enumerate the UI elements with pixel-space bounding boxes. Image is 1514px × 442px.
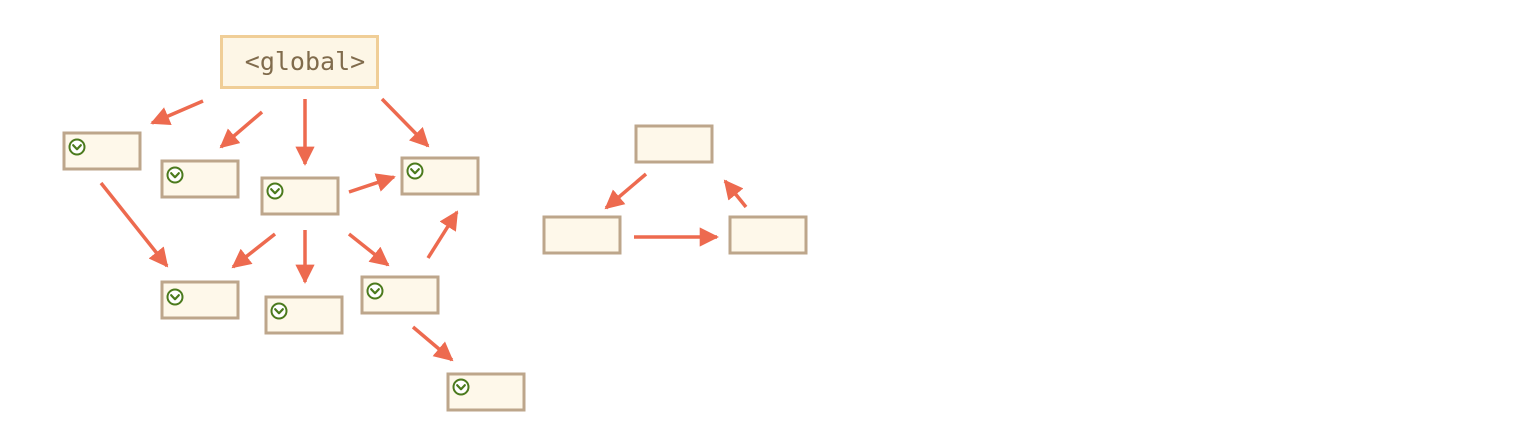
arrow-root-to-d	[380, 97, 430, 148]
chevron-circle-icon	[406, 162, 424, 180]
object-node-a	[62, 131, 142, 171]
object-node-c	[260, 176, 340, 216]
island-node-top	[634, 124, 714, 164]
arrow-top-to-left	[604, 172, 648, 210]
arrow-g-to-d	[426, 210, 459, 259]
object-node-d	[400, 156, 480, 196]
chevron-circle-icon	[266, 182, 284, 200]
arrows-between-objects	[99, 173, 459, 362]
arrow-c-to-g	[347, 232, 390, 267]
chevron-circle-icon	[270, 302, 288, 320]
arrow-a-to-e	[99, 181, 169, 268]
arrow-c-to-d	[348, 173, 396, 194]
unreachable-island	[542, 124, 808, 255]
global-root-label: <global>	[245, 47, 365, 76]
arrow-g-to-h	[411, 325, 454, 362]
global-root-node: <global>	[220, 35, 379, 89]
object-node-e	[160, 280, 240, 320]
island-node-left	[542, 215, 622, 255]
chevron-circle-icon	[166, 166, 184, 184]
arrow-root-to-b	[219, 110, 264, 149]
chevron-circle-icon	[166, 288, 184, 306]
island-node-right	[728, 215, 808, 255]
chevron-circle-icon	[366, 282, 384, 300]
chevron-circle-icon	[68, 138, 86, 156]
arrow-right-to-top	[723, 179, 748, 209]
object-node-f	[264, 295, 344, 335]
object-node-h	[446, 372, 526, 412]
object-node-b	[160, 159, 240, 199]
arrow-c-to-e	[231, 232, 277, 269]
arrows-from-root	[150, 97, 430, 166]
reachable-nodes	[62, 131, 526, 412]
arrow-root-to-a	[150, 99, 204, 125]
chevron-circle-icon	[452, 378, 470, 396]
object-node-g	[360, 275, 440, 315]
